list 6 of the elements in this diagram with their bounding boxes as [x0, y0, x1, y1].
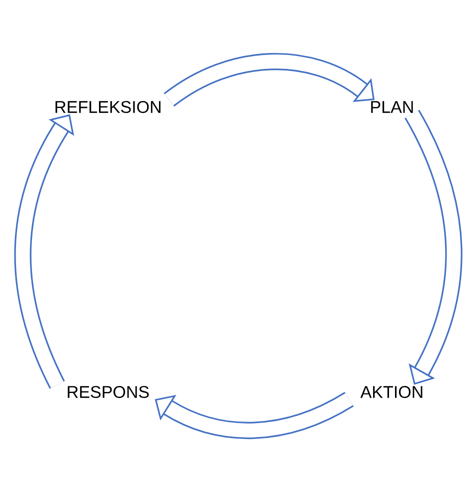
cycle-label: REFLEKSION	[56, 100, 160, 114]
block-arrow	[154, 392, 354, 439]
cycle-label: RESPONS	[68, 386, 149, 398]
cycle-label: AKTION	[360, 386, 422, 398]
cycle-label: PLAN	[371, 101, 413, 113]
block-arrow	[404, 110, 462, 385]
